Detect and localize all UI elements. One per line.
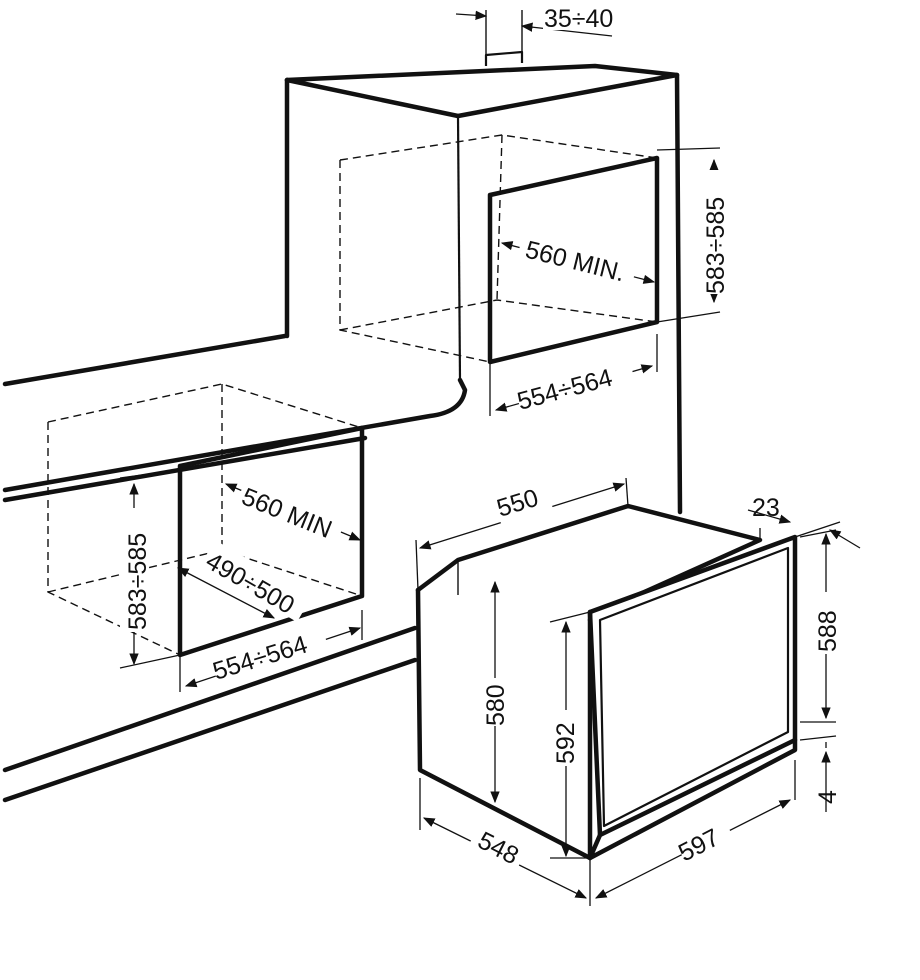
label-oven-side-height: 580: [482, 684, 510, 726]
label-oven-body-height: 592: [552, 722, 580, 764]
label-upper-niche-width: 554÷564: [514, 364, 615, 416]
label-oven-front-height: 588: [814, 610, 842, 652]
label-oven-bottom-offset: 4: [814, 790, 842, 804]
label-oven-front-offset: 23: [752, 494, 780, 522]
label-upper-niche-height: 583÷585: [702, 197, 730, 294]
label-lower-niche-height: 583÷585: [124, 533, 152, 630]
tall-cabinet: [284, 10, 683, 515]
oven-body: [415, 503, 798, 861]
label-oven-top-depth: 550: [494, 484, 542, 523]
label-gap-top: 35÷40: [544, 5, 613, 33]
